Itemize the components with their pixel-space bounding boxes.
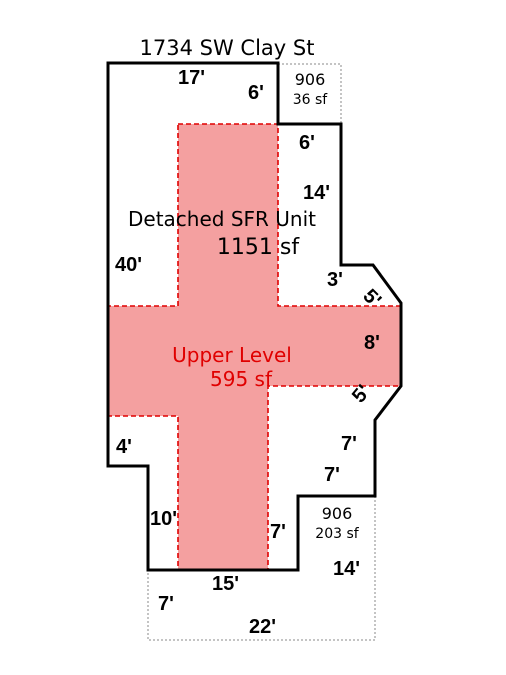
area-906-top-label: 906 [295, 70, 326, 89]
dimension-far-left: 7' [158, 593, 174, 615]
dimension-right-mid: 8' [364, 332, 380, 354]
dimension-left-bottom: 10' [150, 508, 177, 530]
dimension-right-notch: 3' [327, 269, 343, 291]
upper-level-area-label: 595 sf [210, 367, 273, 391]
dimension-top-step: 6' [248, 82, 264, 104]
dimension-right-upper: 14' [303, 182, 330, 204]
dimension-right-bottom: 14' [333, 558, 360, 580]
dimension-inner-right: 7' [270, 521, 286, 543]
dimension-right-step: 6' [299, 132, 315, 154]
main-unit-area: 1151 sf [217, 235, 300, 260]
dimension-top: 17' [178, 67, 205, 89]
dimension-left-lower: 4' [116, 436, 132, 458]
dimension-left: 40' [115, 254, 142, 276]
area-906-bottom-label: 906 [322, 504, 353, 523]
main-unit-title: Detached SFR Unit [128, 207, 316, 231]
area-906-bottom-outline [147, 496, 376, 641]
dimension-right-lower-b: 7' [324, 464, 340, 486]
area-906-bottom-sf: 203 sf [315, 526, 359, 542]
dimension-far-bottom: 22' [249, 616, 276, 638]
upper-level-title: Upper Level [172, 343, 292, 367]
area-906-top-sf: 36 sf [293, 92, 329, 108]
address-label: 1734 SW Clay St [140, 36, 315, 60]
area-906-top-outline [278, 63, 342, 124]
building-outline [106, 61, 403, 572]
dimension-bottom: 15' [212, 573, 239, 595]
dimension-right-lower-a: 7' [341, 433, 357, 455]
